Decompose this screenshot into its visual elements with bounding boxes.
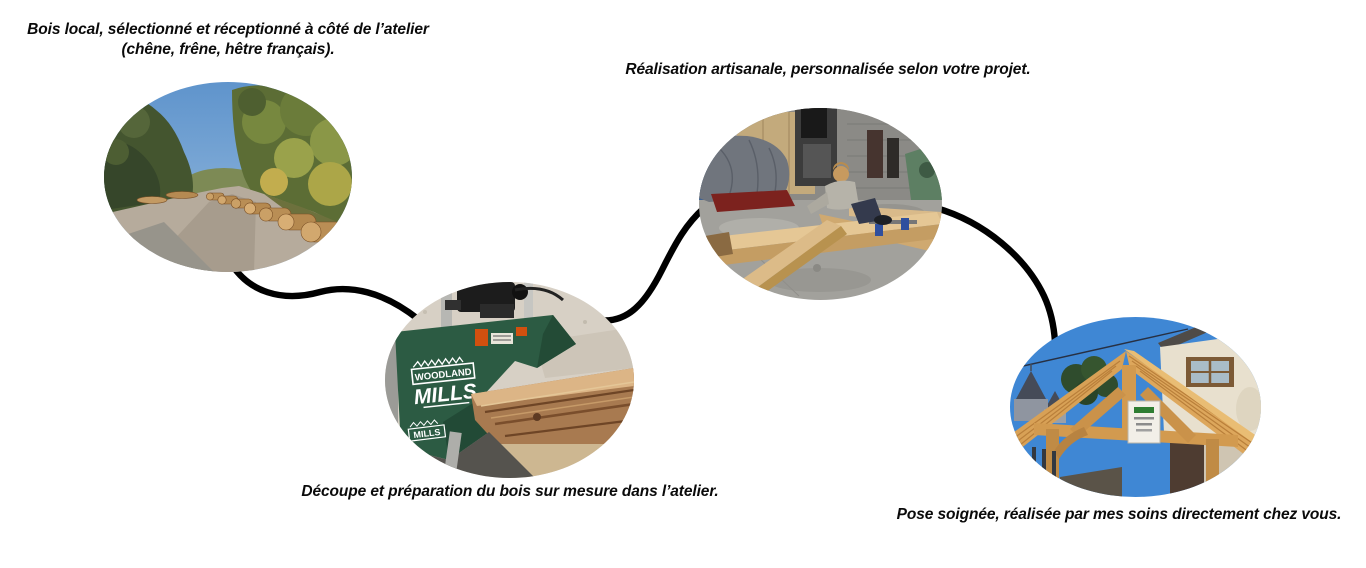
tarp-covered-pile: [699, 135, 795, 212]
connector-step3-step4: [932, 204, 1059, 346]
sawmill-scene: WOODLAND MILLS MILLS: [385, 282, 634, 478]
connector-step1-step2: [224, 254, 422, 323]
caption-realisation: Réalisation artisanale, personnalisée se…: [625, 61, 1031, 78]
clamp: [901, 218, 909, 230]
workshop-scene: [699, 108, 942, 300]
craftsman: [807, 162, 892, 225]
power-line: [1010, 328, 1189, 370]
caption-pose: Pose soignée, réalisée par mes soins dir…: [896, 506, 1342, 523]
warning-sticker: [475, 329, 488, 346]
caption-reception: Bois local, sélectionné et réceptionné à…: [2, 20, 454, 60]
roof-truss: [1010, 349, 1261, 497]
brand-text-mills-small: MILLS: [413, 427, 441, 440]
brand-logo-small: MILLS: [407, 419, 447, 442]
timber-beams: [705, 206, 942, 300]
caption-reception-line1: Bois local, sélectionné et réceptionné à…: [27, 21, 429, 38]
photo-logs-forest: [104, 82, 352, 272]
forest-scene: [104, 82, 352, 272]
caption-reception-line2: (chêne, frêne, hêtre français).: [121, 41, 335, 58]
photo-sawmill: WOODLAND MILLS MILLS: [385, 282, 634, 478]
photo-roof-installation: [1010, 317, 1261, 497]
clamp: [875, 224, 883, 236]
photo-workshop-assembly: [699, 108, 942, 300]
company-sign: [1127, 400, 1161, 444]
caption-decoupe: Découpe et préparation du bois sur mesur…: [301, 483, 719, 500]
engine-block: [445, 282, 564, 318]
connector-step2-step3: [594, 204, 708, 324]
site-scene: [1010, 317, 1261, 497]
